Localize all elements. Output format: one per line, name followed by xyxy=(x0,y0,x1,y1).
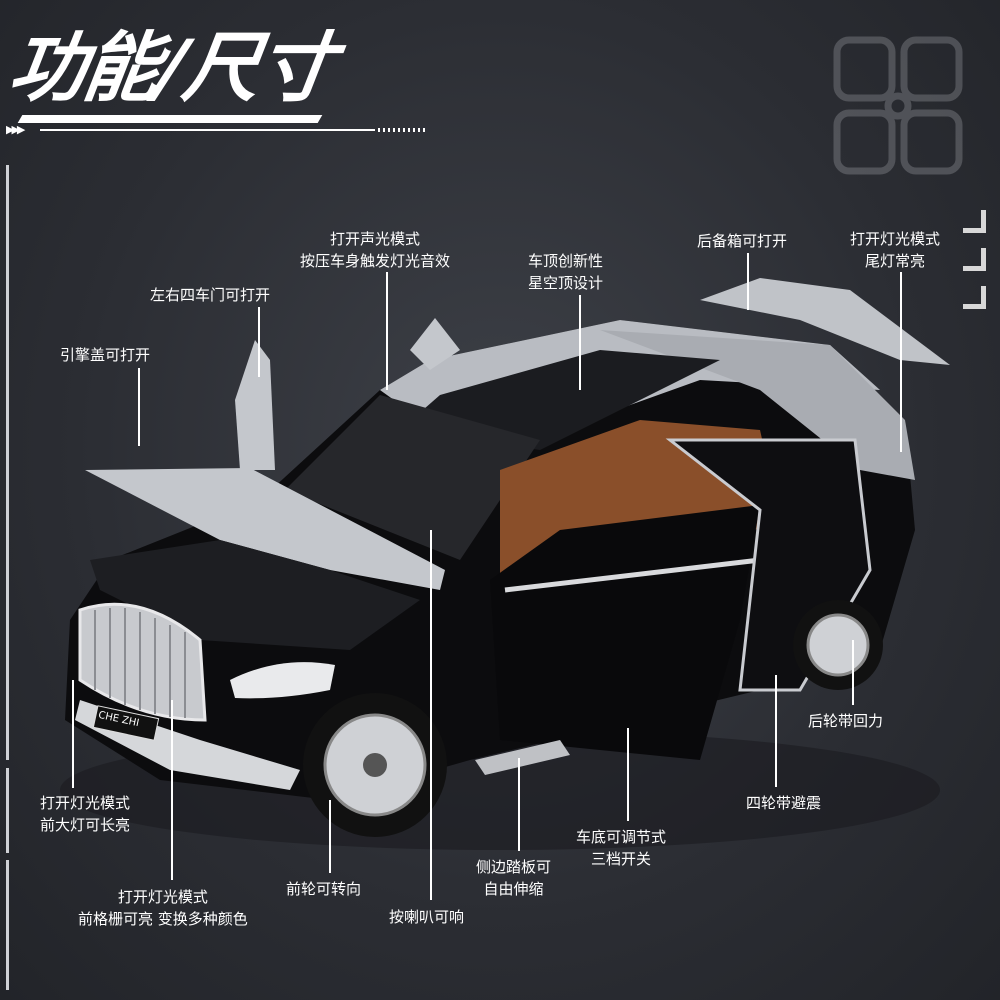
feature-grille-light: 打开灯光模式前格栅可亮 变换多种颜色 xyxy=(78,888,248,928)
callout-line xyxy=(900,272,902,452)
title-dots xyxy=(378,128,428,132)
feature-starry-roof: 车顶创新性星空顶设计 xyxy=(528,252,604,292)
callout-line xyxy=(579,295,581,390)
callout-line xyxy=(138,368,140,446)
brand-logo-icon xyxy=(833,36,963,175)
callout-line xyxy=(171,700,173,880)
callout-line xyxy=(258,307,260,377)
callout-line xyxy=(775,675,777,787)
callout-line xyxy=(518,758,520,851)
feature-front-steering: 前轮可转向 xyxy=(286,880,362,898)
feature-suspension: 四轮带避震 xyxy=(746,794,822,812)
feature-trunk: 后备箱可打开 xyxy=(697,232,788,250)
feature-headlights: 打开灯光模式前大灯可长亮 xyxy=(40,794,131,834)
triple-arrow-icon: ▶▶▶ xyxy=(6,123,25,136)
side-accent-bar xyxy=(6,768,9,853)
callout-line xyxy=(627,728,629,821)
callout-line xyxy=(430,530,432,900)
corner-chevron-icon xyxy=(963,248,986,271)
feature-horn: 按喇叭可响 xyxy=(389,908,465,926)
corner-chevron-icon xyxy=(963,210,986,233)
callout-line xyxy=(329,800,331,873)
feature-tail-light: 打开灯光模式尾灯常亮 xyxy=(850,230,941,270)
callout-line xyxy=(72,680,74,788)
callout-line xyxy=(386,272,388,390)
feature-sound-light: 打开声光模式按压车身触发灯光音效 xyxy=(300,230,451,270)
title-divider xyxy=(40,129,375,131)
feature-four-doors: 左右四车门可打开 xyxy=(150,286,271,304)
feature-chassis-switch: 车底可调节式三档开关 xyxy=(576,828,667,868)
feature-rear-pullback: 后轮带回力 xyxy=(808,712,884,730)
side-accent-bar xyxy=(6,860,9,990)
callout-line xyxy=(852,640,854,705)
callout-line xyxy=(747,253,749,310)
feature-hood: 引擎盖可打开 xyxy=(60,346,151,364)
side-accent-bar xyxy=(6,165,9,760)
corner-chevron-icon xyxy=(963,286,986,309)
feature-side-step: 侧边踏板可自由伸缩 xyxy=(476,858,552,898)
